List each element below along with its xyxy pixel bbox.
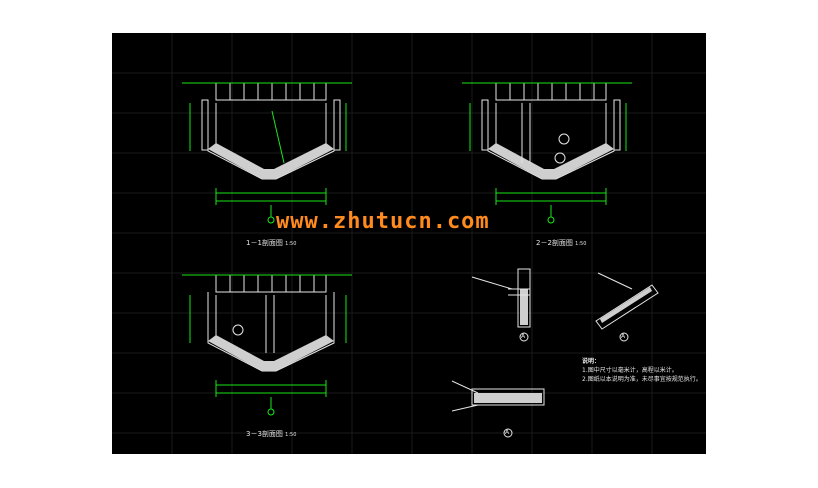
- cad-drawing: [112, 33, 706, 454]
- notes-line-2: 2.图纸以本说明为准，未尽事宜按规范执行。: [582, 376, 702, 383]
- section-3-3-title: 3－3剖面图 1:50: [246, 430, 297, 438]
- watermark: www.zhutucn.com: [276, 209, 490, 234]
- section-2-2-title: 2－2剖面图 1:50: [536, 239, 587, 247]
- detail-label-2: A: [621, 333, 626, 340]
- section-2-2: [462, 82, 632, 224]
- detail-wall: [471, 268, 531, 342]
- notes-block: 说明： 1.图中尺寸以毫米计，高程以米计。 2.图纸以本说明为准，未尽事宜按规范…: [582, 357, 702, 384]
- section-3-3: [182, 274, 352, 416]
- detail-slope: [595, 272, 659, 342]
- cad-drawing-canvas: 1－1剖面图 1:50 2－2剖面图 1:50 3－3剖面图 1:50 A A …: [112, 33, 706, 454]
- detail-label-3: A: [505, 429, 510, 436]
- detail-slab: [451, 380, 545, 438]
- notes-line-1: 1.图中尺寸以毫米计，高程以米计。: [582, 367, 678, 374]
- section-1-1: [182, 82, 352, 224]
- section-1-1-title: 1－1剖面图 1:50: [246, 239, 297, 247]
- notes-heading: 说明：: [582, 358, 601, 365]
- grid: [112, 33, 706, 454]
- detail-label-1: A: [521, 333, 526, 340]
